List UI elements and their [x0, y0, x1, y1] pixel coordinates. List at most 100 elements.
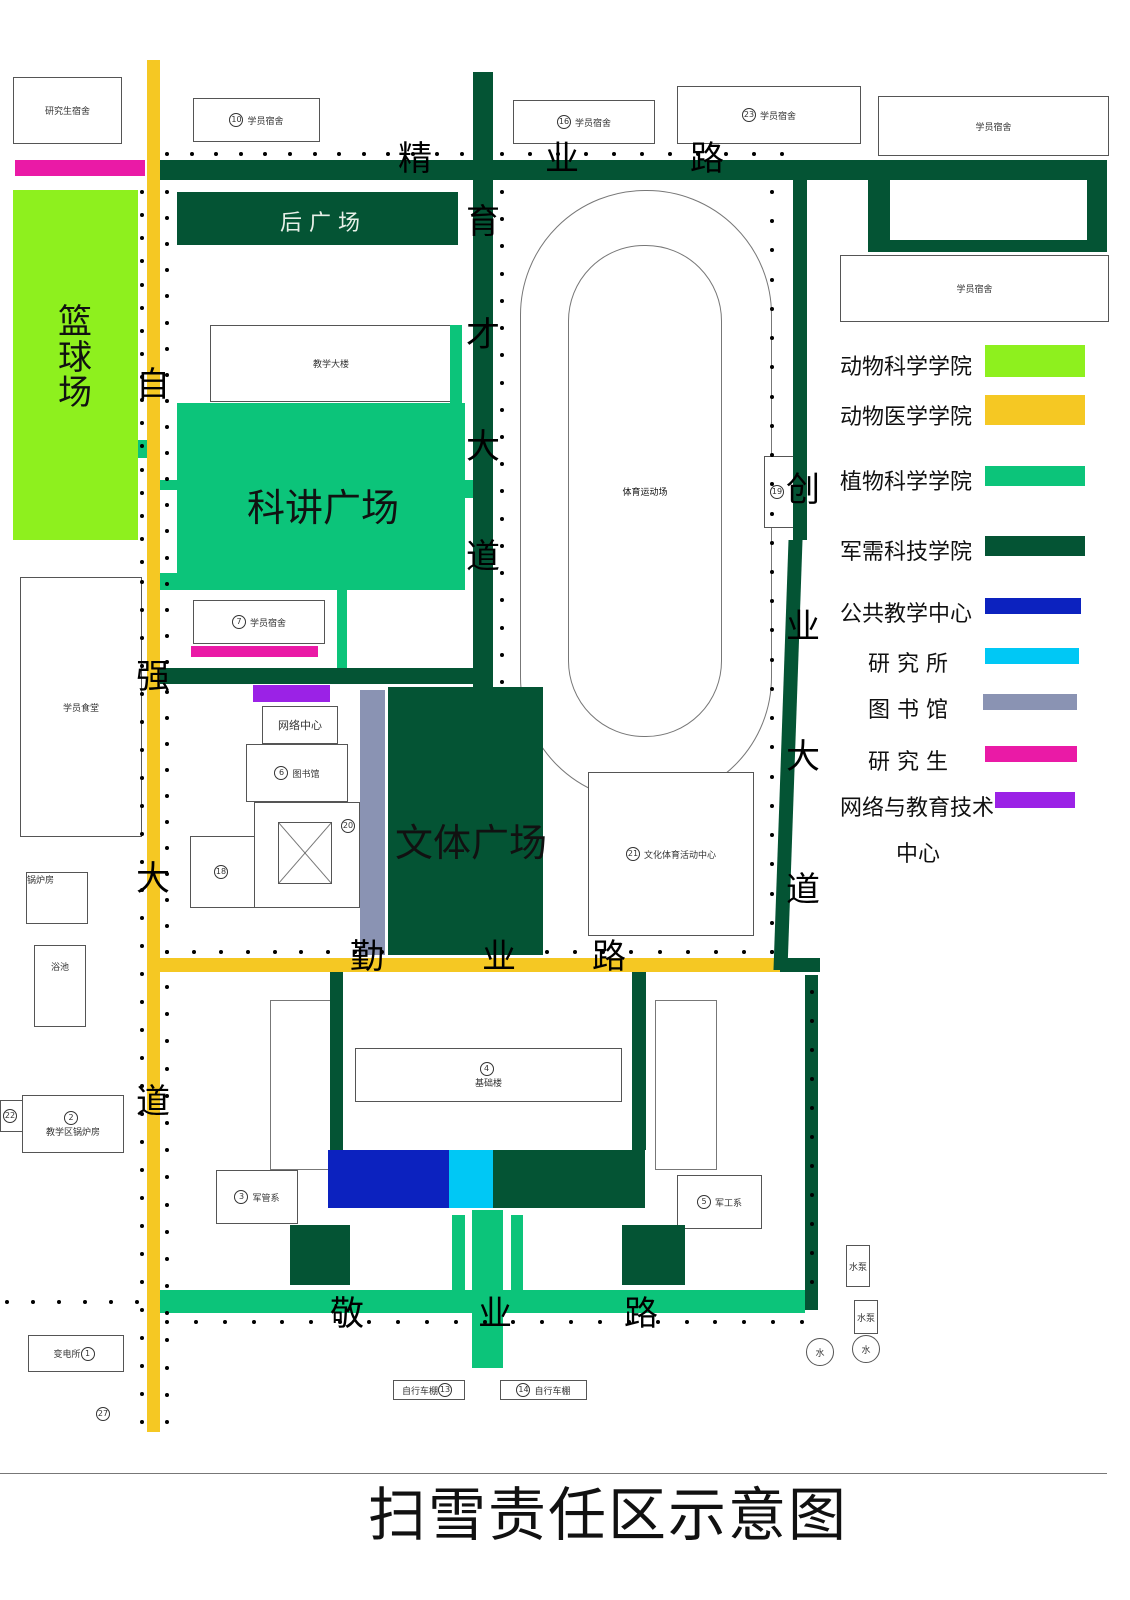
legend-label: 植物科学学院 — [840, 470, 973, 495]
building-number: 3 — [234, 1190, 249, 1204]
building-label: 基础楼 — [474, 1078, 502, 1089]
road-east-edge — [805, 975, 818, 1310]
tree-dot — [165, 1392, 169, 1397]
tree-dot — [770, 365, 774, 370]
legend-item: 军需科技学院 — [840, 530, 1085, 566]
tree-dot — [685, 950, 690, 954]
tree-dot — [771, 1320, 776, 1324]
building-pump-2: 水泵 — [854, 1300, 878, 1334]
zone-quartermaster-sw — [290, 1225, 350, 1285]
tree-dot — [83, 1300, 87, 1304]
tree-dot — [810, 1222, 814, 1226]
road-label-jingye-1: 精 — [398, 139, 432, 179]
legend-swatch — [985, 536, 1085, 556]
tree-dot — [165, 633, 169, 638]
tree-dot — [770, 511, 774, 516]
tree-dot — [140, 282, 144, 287]
tree-dot — [770, 277, 774, 282]
building-27: 27 — [95, 1404, 115, 1424]
building-number: 20 — [341, 819, 355, 833]
building-label: 水 — [861, 1345, 871, 1356]
tree-dot — [193, 1320, 198, 1324]
legend-label: 研 究 所 — [868, 652, 948, 677]
road-qinye — [160, 958, 780, 972]
road-ziqiang — [147, 60, 160, 1432]
tree-dot — [165, 1338, 169, 1343]
tree-dot — [380, 950, 384, 954]
building-label: 军工系 — [714, 1198, 742, 1209]
building-number: 16 — [556, 115, 571, 129]
building-label: 锅炉房 — [27, 876, 55, 886]
tree-dot — [140, 421, 144, 426]
building-label: 教学区锅炉房 — [45, 1127, 100, 1138]
road-qinye-east — [780, 958, 820, 972]
tree-dot — [810, 990, 814, 994]
legend-label: 军需科技学院 — [840, 540, 973, 565]
tree-dot — [140, 351, 144, 356]
building-number: 22 — [3, 1109, 17, 1123]
tree-dot — [140, 375, 144, 379]
tree-dot — [165, 503, 169, 508]
tree-dot — [165, 690, 169, 694]
tree-dot — [626, 1320, 631, 1324]
tree-dot — [770, 336, 774, 341]
tree-dot — [165, 294, 169, 299]
tree-dot — [500, 217, 504, 222]
tree-dot — [140, 1056, 144, 1060]
tree-dot — [140, 1420, 144, 1424]
tree-dot — [238, 152, 243, 156]
legend-label: 公共教学中心 — [840, 602, 973, 627]
tree-dot — [500, 407, 504, 412]
tree-dot — [770, 745, 774, 750]
tree-dot — [165, 1093, 169, 1098]
tree-dot — [640, 152, 644, 156]
building-label: 图书馆 — [292, 769, 320, 780]
tree-dot — [713, 950, 718, 954]
building-label: 水泵 — [856, 1313, 875, 1324]
tree-dot — [724, 152, 728, 156]
tree-dot — [770, 774, 774, 779]
tree-dot — [500, 543, 504, 548]
zone-public-teaching — [328, 1150, 449, 1208]
tree-dot — [280, 1320, 285, 1324]
zone-link — [138, 440, 147, 458]
label-back-square: 后 广 场 — [280, 211, 360, 236]
tree-dot — [140, 560, 144, 564]
tree-dot — [500, 652, 504, 657]
road-label-yucai-2: 才 — [466, 315, 500, 355]
zone-network-center — [253, 685, 330, 702]
tree-dot — [140, 328, 144, 333]
tree-dot — [337, 152, 342, 156]
building-number: 27 — [96, 1407, 110, 1421]
tree-dot — [500, 298, 504, 303]
tree-dot — [165, 1320, 169, 1324]
tree-dot — [165, 268, 169, 273]
tree-dot — [770, 833, 774, 838]
tree-dot — [165, 1148, 169, 1153]
water-tank-1: 水 — [806, 1338, 834, 1366]
tree-dot — [214, 152, 219, 156]
building-19: 19 — [764, 456, 794, 528]
legend-label: 网络与教育技术 — [840, 796, 995, 821]
building-number: 19 — [770, 485, 784, 499]
tree-dot — [500, 625, 504, 630]
building-label: 教学大楼 — [312, 360, 349, 370]
tree-dot — [165, 346, 169, 351]
building-label: 水泵 — [848, 1262, 867, 1273]
tree-dot — [165, 1012, 169, 1017]
tree-dot — [165, 1311, 169, 1316]
tree-dot — [500, 435, 504, 439]
road-label-yucai-4: 道 — [466, 537, 500, 577]
building-dorm-right: 学员宿舍 — [840, 255, 1109, 322]
legend-item: 动物科学学院 — [840, 345, 1085, 381]
legend-swatch — [985, 746, 1077, 762]
tree-dot — [545, 950, 549, 954]
tree-dot — [140, 1308, 144, 1312]
building-label: 研究生宿舍 — [44, 107, 90, 117]
tree-dot — [770, 394, 774, 399]
